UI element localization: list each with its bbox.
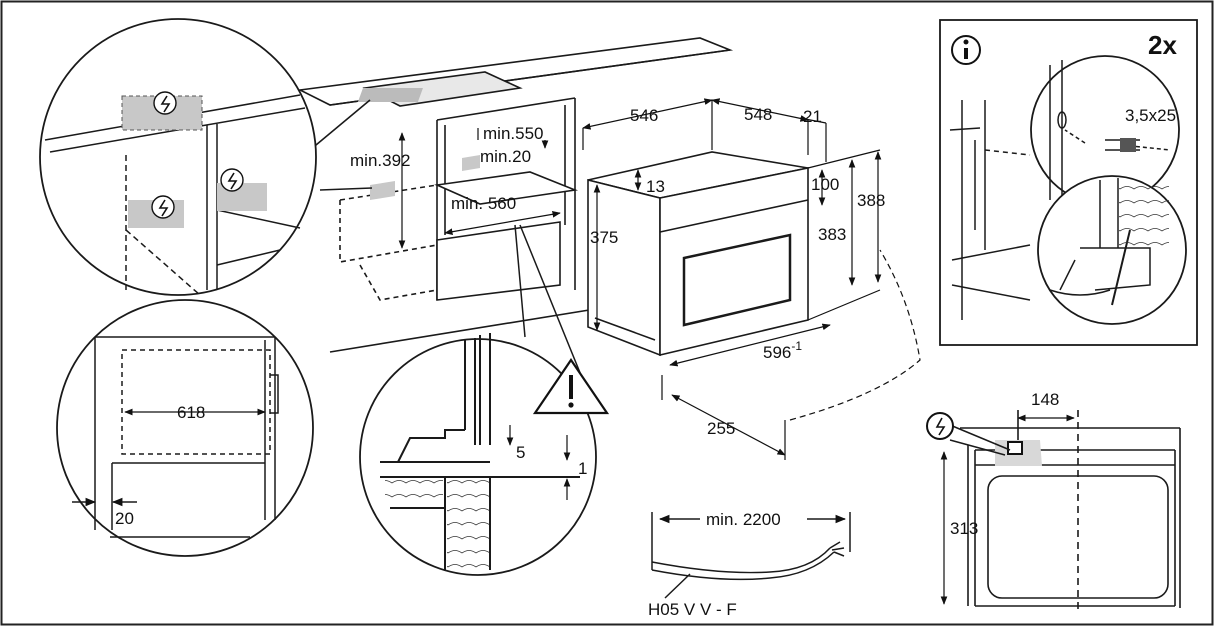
label-quantity: 2x (1148, 30, 1177, 60)
info-icon (951, 35, 981, 65)
label-min20: min.20 (480, 147, 531, 166)
power-cable (651, 512, 851, 599)
side-view (926, 410, 1181, 610)
label-min560: min. 560 (451, 194, 516, 213)
label-618: 618 (177, 403, 205, 422)
label-min550: min.550 (483, 124, 543, 143)
cabinet-dimensions (398, 128, 561, 249)
label-148: 148 (1031, 390, 1059, 409)
detail-circle-niche (56, 299, 314, 557)
cabinet-scene (297, 37, 734, 353)
label-1: 1 (578, 459, 587, 478)
label-5: 5 (516, 443, 525, 462)
label-546: 546 (630, 106, 658, 125)
label-13: 13 (646, 177, 665, 196)
power-icon-side (926, 412, 954, 440)
label-548: 548 (744, 105, 772, 124)
label-596: 596-1 (763, 339, 802, 362)
power-icon (151, 91, 244, 219)
label-min2200: min. 2200 (706, 510, 781, 529)
label-screw-size: 3,5x25 (1125, 106, 1176, 125)
label-20: 20 (115, 509, 134, 528)
oven-dimensions (582, 98, 921, 460)
warning-icon (532, 358, 610, 415)
label-313: 313 (950, 519, 978, 538)
label-388: 388 (857, 191, 885, 210)
label-21: 21 (803, 107, 822, 126)
detail-circle-power (39, 18, 317, 296)
label-255: 255 (707, 419, 735, 438)
label-cable-type: H05 V V - F (648, 600, 737, 619)
label-min392: min.392 (350, 151, 410, 170)
oven-unit (587, 151, 809, 357)
label-383: 383 (818, 225, 846, 244)
screw-panel: 2x 3,5x25 (939, 19, 1198, 346)
label-100: 100 (811, 175, 839, 194)
detail-circle-clearance (359, 224, 610, 576)
label-375: 375 (590, 228, 618, 247)
